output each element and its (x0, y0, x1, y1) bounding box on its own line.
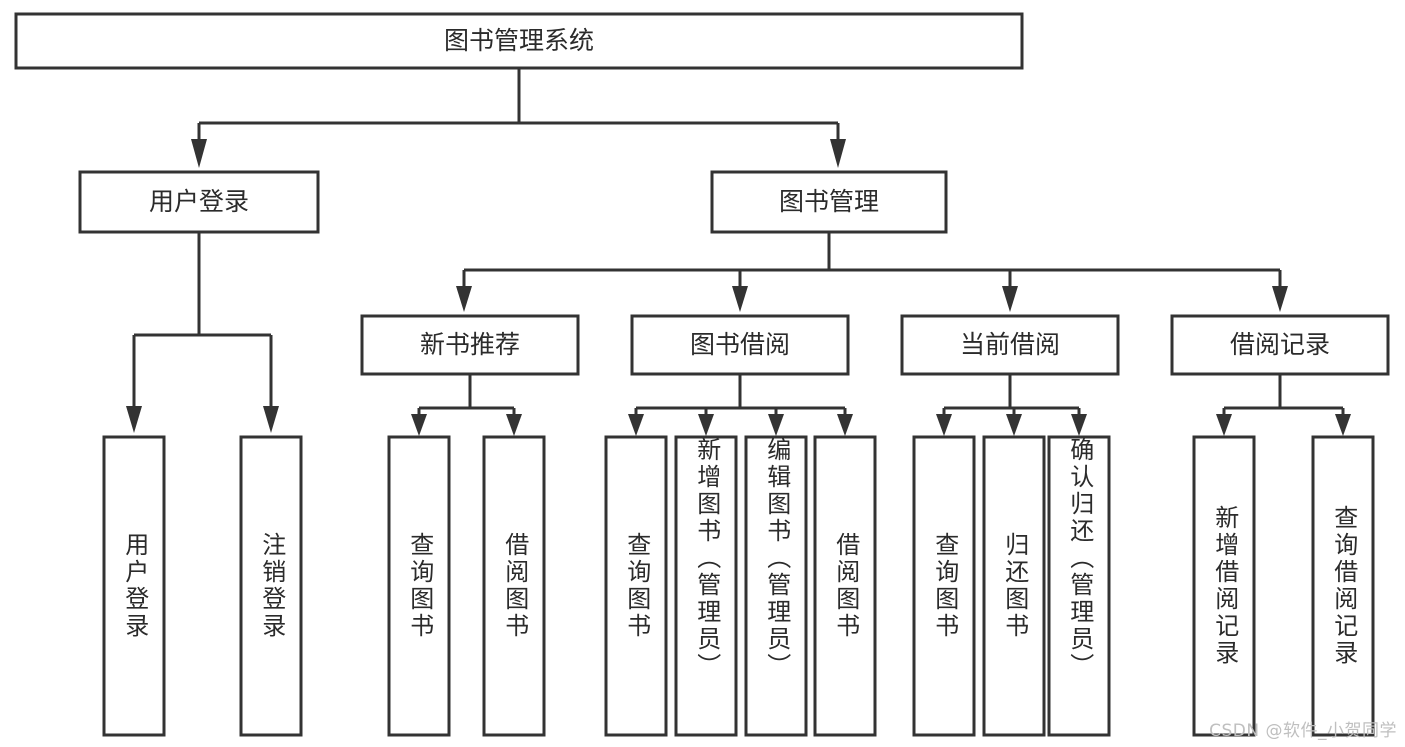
node-current-borrow-box (900, 314, 1120, 376)
arrow-head-icon (191, 139, 207, 168)
connector-root-to-level2 (191, 68, 846, 168)
arrow-head-icon (628, 414, 644, 436)
node-root-system[interactable]: 图书管理系统 (14, 12, 1024, 70)
arrow-head-icon (830, 139, 846, 168)
leaf-box[interactable] (1311, 435, 1375, 737)
node-user-login-box (78, 170, 320, 234)
arrow-head-icon (126, 406, 142, 433)
leaf-box[interactable] (482, 435, 546, 737)
node-user-login-label: 用户登录 (149, 187, 249, 216)
node-book-management-label: 图书管理 (779, 187, 879, 216)
leaf-box[interactable] (982, 435, 1046, 737)
node-current-borrow-label: 当前借阅 (960, 330, 1060, 359)
arrow-head-icon (698, 414, 714, 436)
connector-bookborrow-to-leaves (628, 374, 853, 436)
arrow-head-icon (1272, 286, 1288, 312)
arrow-head-icon (837, 414, 853, 436)
node-book-borrow-label: 图书借阅 (690, 330, 790, 359)
leaf-box[interactable] (912, 435, 976, 737)
node-book-management[interactable]: 图书管理 (710, 170, 948, 234)
connector-userlogin-to-leaves (126, 232, 279, 433)
arrow-head-icon (1002, 286, 1018, 312)
arrow-head-icon (936, 414, 952, 436)
leaf-box[interactable] (239, 435, 303, 737)
connector-management-to-level3 (456, 232, 1288, 312)
arrow-head-icon (1335, 414, 1351, 436)
arrow-head-icon (732, 286, 748, 312)
node-root-system-label: 图书管理系统 (444, 26, 594, 55)
node-new-book-recommend-label: 新书推荐 (420, 330, 520, 359)
node-current-borrow[interactable]: 当前借阅 (900, 314, 1120, 376)
arrow-head-icon (1216, 414, 1232, 436)
node-root-system-box (14, 12, 1024, 70)
arrow-head-icon (263, 406, 279, 433)
connector-currentborrow-to-leaves (936, 374, 1087, 436)
node-book-borrow[interactable]: 图书借阅 (630, 314, 850, 376)
node-borrow-record-label: 借阅记录 (1230, 330, 1330, 359)
leaf-box[interactable] (102, 435, 166, 737)
leaf-box[interactable] (604, 435, 668, 737)
leaf-box[interactable] (1192, 435, 1256, 737)
arrow-head-icon (768, 414, 784, 436)
arrow-head-icon (506, 414, 522, 436)
leaf-box[interactable] (1047, 435, 1111, 737)
leaf-box[interactable] (744, 435, 808, 737)
leaf-box[interactable] (813, 435, 877, 737)
node-new-book-recommend-box (360, 314, 580, 376)
connector-borrowrecord-to-leaves (1216, 374, 1351, 436)
arrow-head-icon (411, 414, 427, 436)
leaf-box[interactable] (674, 435, 738, 737)
leaf-box[interactable] (387, 435, 451, 737)
arrow-head-icon (1006, 414, 1022, 436)
node-user-login[interactable]: 用户登录 (78, 170, 320, 234)
node-borrow-record[interactable]: 借阅记录 (1170, 314, 1390, 376)
watermark-text: CSDN @软件_小贺同学 (1209, 721, 1397, 741)
connector-recommend-to-leaves (411, 374, 522, 436)
arrow-head-icon (1071, 414, 1087, 436)
leaf-boxes-group (102, 435, 1375, 737)
node-new-book-recommend[interactable]: 新书推荐 (360, 314, 580, 376)
arrow-head-icon (456, 286, 472, 312)
